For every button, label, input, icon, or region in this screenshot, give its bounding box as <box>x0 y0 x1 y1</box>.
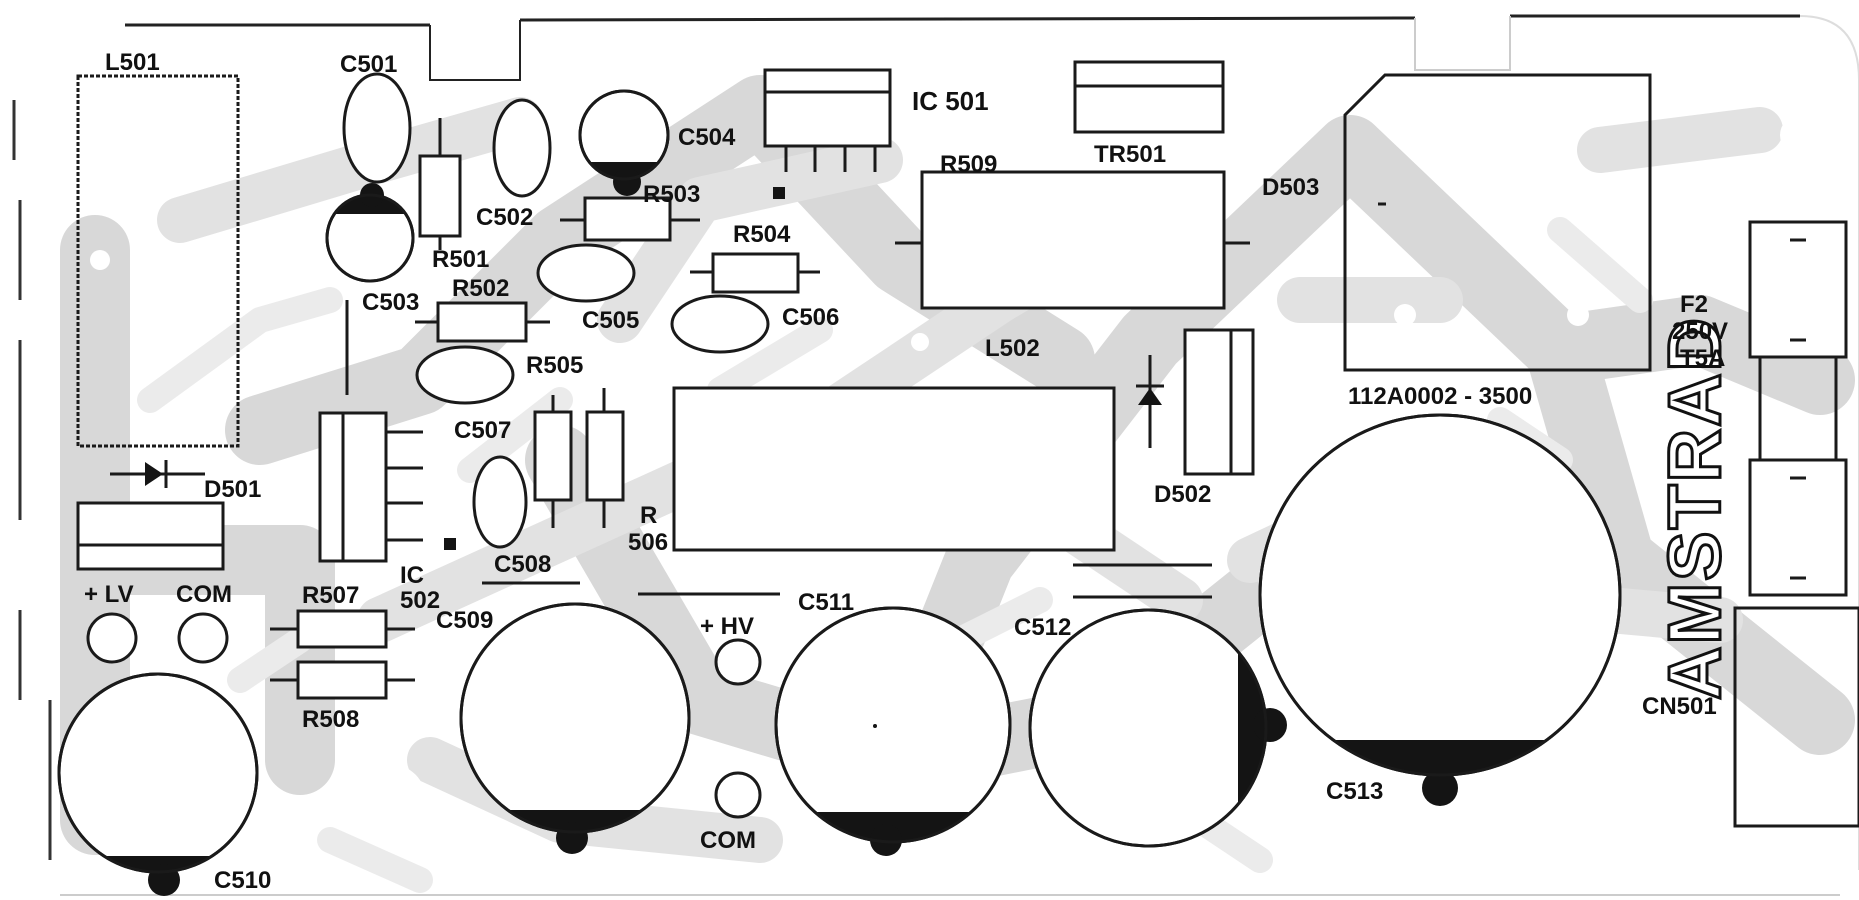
resistor-r506: R 506 <box>585 388 668 556</box>
resistor-r501: R501 <box>418 118 489 273</box>
label-ic501: IC 501 <box>912 86 989 116</box>
label-tr501: TR501 <box>1094 141 1166 168</box>
label-brand: AMSTRAD <box>1653 316 1736 700</box>
capacitor-c503: C503 <box>325 183 419 316</box>
resistor-r507: R507 <box>270 582 415 649</box>
diode-d501: D501 <box>76 460 261 571</box>
label-r505: R505 <box>526 352 583 379</box>
label-r502: R502 <box>452 275 509 302</box>
label-d501: D501 <box>204 476 261 503</box>
label-c510: C510 <box>214 867 271 894</box>
label-c507: C507 <box>454 417 511 444</box>
label-c504: C504 <box>678 124 736 151</box>
label-c503: C503 <box>362 289 419 316</box>
inductor-l502-body <box>672 386 1116 552</box>
label-l502: L502 <box>985 335 1040 362</box>
label-d503: D503 <box>1262 174 1319 201</box>
label-l501: L501 <box>105 49 160 76</box>
capacitor-c505: C505 <box>536 243 639 334</box>
label-r508: R508 <box>302 706 359 733</box>
label-ic502-top: IC <box>400 562 424 589</box>
label-part-number: 112A0002 - 3500 <box>1348 383 1532 410</box>
terminal-plus-hv: + HV <box>700 613 762 686</box>
label-plus-lv: + LV <box>84 581 134 608</box>
label-d502: D502 <box>1154 481 1211 508</box>
capacitor-c504: C504 <box>578 89 736 196</box>
label-cn501: CN501 <box>1642 693 1717 720</box>
label-ic502-bottom: 502 <box>400 587 440 614</box>
resistor-r509: R509 <box>895 151 1250 310</box>
terminal-com-lv: COM <box>176 581 232 664</box>
resistor-r502: R502 <box>415 275 550 343</box>
label-r509: R509 <box>940 151 997 178</box>
capacitor-c508: C508 <box>472 455 580 585</box>
ic-ic501: IC 501 <box>763 68 989 172</box>
resistor-r508: R508 <box>270 660 415 733</box>
resistor-r506-a <box>533 395 573 528</box>
label-com-lv: COM <box>176 581 232 608</box>
capacitor-c502: C502 <box>476 98 552 231</box>
label-r503: R503 <box>643 181 700 208</box>
connector-cn501: CN501 <box>1642 606 1859 828</box>
resistor-r503: R503 <box>560 181 785 242</box>
label-com-hv: COM <box>700 827 756 854</box>
inductor-l501: L501 <box>76 49 240 448</box>
label-r506-bottom: 506 <box>628 529 668 556</box>
capacitor-c509: C509 <box>436 602 691 854</box>
label-c509: C509 <box>436 607 493 634</box>
label-c505: C505 <box>582 307 639 334</box>
capacitor-c506: C506 <box>670 294 839 354</box>
label-c512: C512 <box>1014 614 1071 641</box>
capacitor-c507: C507 <box>415 345 515 444</box>
label-r506-top: R <box>640 502 657 529</box>
capacitor-c501: C501 <box>340 51 412 184</box>
diode-d502: D502 <box>1136 328 1255 508</box>
label-c511: C511 <box>798 589 854 616</box>
label-c502: C502 <box>476 204 533 231</box>
diode-d503: D503 <box>1262 73 1652 372</box>
part-number-text: 112A0002 - 3500 <box>1348 383 1532 410</box>
terminal-plus-lv: + LV <box>84 581 138 664</box>
fuse-f2: F2 250V T5A <box>1672 220 1848 597</box>
label-c513: C513 <box>1326 778 1383 805</box>
inductor-l502: L502 <box>985 335 1040 362</box>
label-f2-line3: T5A <box>1680 345 1725 372</box>
label-f2-line2: 250V <box>1672 318 1728 345</box>
label-r507: R507 <box>302 582 359 609</box>
resistor-r504: R504 <box>690 221 820 294</box>
transistor-tr501: TR501 <box>1073 60 1225 168</box>
ic-ic502: IC 502 <box>318 300 456 614</box>
label-plus-hv: + HV <box>700 613 754 640</box>
terminal-com-hv: COM <box>700 771 762 854</box>
label-r501: R501 <box>432 246 489 273</box>
amstrad-logo: AMSTRAD <box>1652 315 1738 702</box>
label-c501: C501 <box>340 51 397 78</box>
label-r504: R504 <box>733 221 791 248</box>
resistor-r505: R505 <box>526 352 583 379</box>
capacitor-c510: C510 <box>57 672 271 896</box>
label-c508: C508 <box>494 551 551 578</box>
marker-lines <box>638 563 1212 599</box>
label-c506: C506 <box>782 304 839 331</box>
label-f2-line1: F2 <box>1680 291 1708 318</box>
